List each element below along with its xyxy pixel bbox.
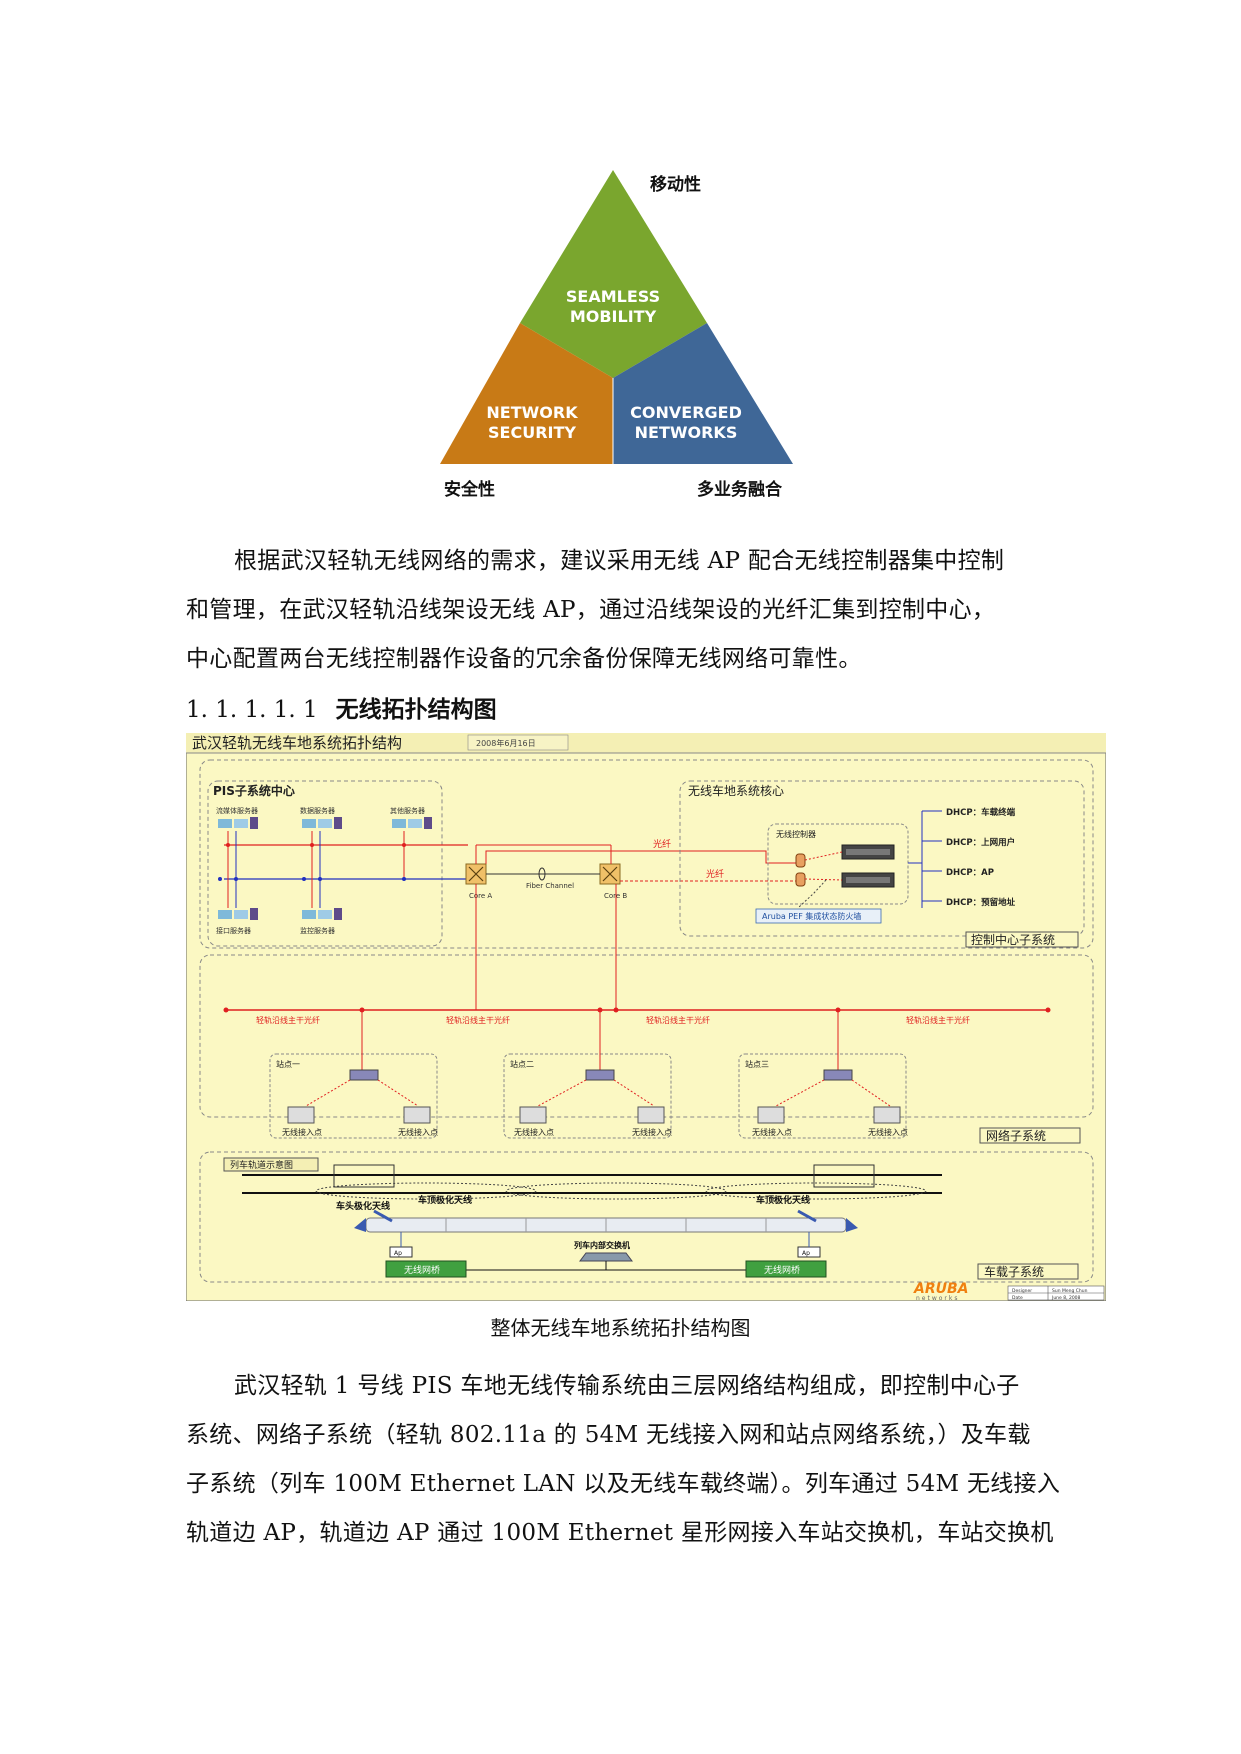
svg-text:无线接入点: 无线接入点 bbox=[752, 1127, 792, 1137]
svg-text:无线接入点: 无线接入点 bbox=[514, 1127, 554, 1137]
svg-text:监控服务器: 监控服务器 bbox=[300, 926, 335, 935]
bridge-right bbox=[745, 1260, 827, 1278]
svg-text:无线接入点: 无线接入点 bbox=[398, 1127, 438, 1137]
network-text: NETWORK bbox=[486, 403, 578, 422]
roof-antenna-label-2: 车顶极化天线 bbox=[756, 1194, 810, 1206]
svg-text:无线网桥: 无线网桥 bbox=[764, 1264, 800, 1276]
roof-antenna-label-1: 车顶极化天线 bbox=[418, 1194, 472, 1206]
system-line-2: 系统、网络子系统（轻轨 802.11a 的 54M 无线接入网和站点网络系统，）… bbox=[186, 1422, 1031, 1448]
bridge-tag-right: Ap bbox=[802, 1250, 810, 1257]
mobility-text: MOBILITY bbox=[570, 307, 657, 326]
internal-switch bbox=[579, 1252, 633, 1262]
svg-text:无线接入点: 无线接入点 bbox=[632, 1127, 672, 1137]
fiber-label-1: 光纤 bbox=[653, 838, 671, 850]
topology-diagram: 武汉轻轨无线车地系统拓扑结构 2008年6月16日 PIS子系统中心 流媒体服务… bbox=[185, 732, 1107, 1302]
system-paragraph: 武汉轻轨 1 号线 PIS 车地无线传输系统由三层网络结构组成，即控制中心子 系… bbox=[186, 1362, 1061, 1558]
security-text: SECURITY bbox=[488, 423, 576, 442]
info-designer-value: Sun Meng Chun bbox=[1052, 1288, 1088, 1294]
track-diagram-label: 列车轨道示意图 bbox=[230, 1159, 293, 1171]
trunk-label-1: 轻轨沿线主干光纤 bbox=[256, 1015, 320, 1025]
svg-text:站点三: 站点三 bbox=[745, 1059, 769, 1069]
intro-line-1: 根据武汉轻轨无线网络的需求，建议采用无线 AP 配合无线控制器集中控制 bbox=[234, 548, 1005, 574]
aruba-logo-sub: networks bbox=[916, 1295, 960, 1301]
wireless-controller-label: 无线控制器 bbox=[776, 829, 816, 839]
station-2: 站点二 无线接入点 无线接入点 bbox=[503, 1010, 672, 1139]
svg-text:数据服务器: 数据服务器 bbox=[300, 806, 335, 815]
svg-text:流媒体服务器: 流媒体服务器 bbox=[216, 806, 258, 815]
firewall-2 bbox=[795, 872, 806, 887]
bridge-tag-left: Ap bbox=[394, 1250, 402, 1257]
mobility-triangle-figure: SEAMLESS MOBILITY NETWORK SECURITY CONVE… bbox=[440, 168, 820, 478]
system-line-1: 武汉轻轨 1 号线 PIS 车地无线传输系统由三层网络结构组成，即控制中心子 bbox=[234, 1373, 1020, 1399]
control-center-label: 控制中心子系统 bbox=[971, 932, 1055, 947]
svg-text:其他服务器: 其他服务器 bbox=[390, 806, 425, 815]
server-stream: 流媒体服务器 bbox=[216, 806, 258, 829]
svg-text:站点二: 站点二 bbox=[510, 1059, 534, 1069]
diagram-title: 武汉轻轨无线车地系统拓扑结构 bbox=[192, 734, 402, 752]
pis-label: PIS子系统中心 bbox=[213, 783, 295, 798]
triangle-left-segment bbox=[440, 323, 613, 464]
network-subsystem-label: 网络子系统 bbox=[986, 1128, 1046, 1143]
svg-text:无线网桥: 无线网桥 bbox=[404, 1264, 440, 1276]
onboard-subsystem-label: 车载子系统 bbox=[984, 1264, 1044, 1279]
seamless-text: SEAMLESS bbox=[566, 287, 660, 306]
intro-line-2: 和管理，在武汉轻轨沿线架设无线 AP，通过沿线架设的光纤汇集到控制中心， bbox=[186, 597, 996, 623]
section-heading: 1. 1. 1. 1. 1 无线拓扑结构图 bbox=[186, 690, 497, 724]
core-a-label: Core A bbox=[469, 892, 492, 900]
figure-caption: 整体无线车地系统拓扑结构图 bbox=[490, 1316, 751, 1340]
aruba-logo: ARUBA bbox=[913, 1281, 969, 1297]
svg-text:无线接入点: 无线接入点 bbox=[282, 1127, 322, 1137]
station-3: 站点三 无线接入点 无线接入点 bbox=[738, 1010, 908, 1139]
fiber-label-2: 光纤 bbox=[706, 868, 724, 880]
diagram-date: 2008年6月16日 bbox=[476, 738, 536, 748]
svg-text:站点一: 站点一 bbox=[276, 1059, 300, 1069]
converged-text: CONVERGED bbox=[630, 403, 742, 422]
trunk-label-4: 轻轨沿线主干光纤 bbox=[906, 1015, 970, 1025]
svg-text:无线接入点: 无线接入点 bbox=[868, 1127, 908, 1137]
dhcp-reserved: DHCP：预留地址 bbox=[946, 897, 1016, 908]
svg-text:接口服务器: 接口服务器 bbox=[216, 926, 251, 935]
section-title: 无线拓扑结构图 bbox=[335, 697, 497, 723]
topology-svg: 武汉轻轨无线车地系统拓扑结构 2008年6月16日 PIS子系统中心 流媒体服务… bbox=[185, 732, 1107, 1302]
info-date-key: Date bbox=[1012, 1295, 1023, 1301]
dhcp-users: DHCP：上网用户 bbox=[946, 837, 1015, 848]
triangle-top-segment bbox=[520, 170, 707, 378]
triangle-left-label: 安全性 bbox=[444, 480, 495, 500]
info-date-value: June 8, 2008 bbox=[1051, 1295, 1081, 1301]
networks-text: NETWORKS bbox=[635, 423, 738, 442]
section-number: 1. 1. 1. 1. 1 bbox=[186, 697, 318, 723]
fiber-channel-label: Fiber Channel bbox=[526, 882, 574, 890]
triangle-right-label: 多业务融合 bbox=[697, 480, 782, 500]
system-line-3: 子系统（列车 100M Ethernet LAN 以及无线车载终端）。列车通过 … bbox=[186, 1471, 1061, 1497]
firewall-1 bbox=[795, 853, 806, 868]
system-line-4: 轨道边 AP，轨道边 AP 通过 100M Ethernet 星形网接入车站交换… bbox=[186, 1520, 1054, 1546]
head-antenna-label: 车头极化天线 bbox=[336, 1200, 390, 1212]
trunk-label-2: 轻轨沿线主干光纤 bbox=[446, 1015, 510, 1025]
wireless-core-label: 无线车地系统核心 bbox=[688, 783, 784, 798]
server-interface: 接口服务器 bbox=[216, 908, 258, 935]
dhcp-vehicle: DHCP：车载终端 bbox=[946, 807, 1016, 818]
server-other: 其他服务器 bbox=[390, 806, 432, 829]
bridge-left bbox=[385, 1260, 467, 1278]
intro-line-3: 中心配置两台无线控制器作设备的冗余备份保障无线网络可靠性。 bbox=[186, 646, 862, 672]
server-data: 数据服务器 bbox=[300, 806, 342, 829]
internal-switch-label: 列车内部交换机 bbox=[574, 1240, 630, 1250]
station-1: 站点一 无线接入点 无线接入点 bbox=[269, 1010, 438, 1139]
triangle-graphic: SEAMLESS MOBILITY NETWORK SECURITY CONVE… bbox=[440, 170, 793, 464]
server-monitor: 监控服务器 bbox=[300, 908, 342, 935]
dhcp-ap: DHCP：AP bbox=[946, 868, 994, 878]
trunk-label-3: 轻轨沿线主干光纤 bbox=[646, 1015, 710, 1025]
firewall-label: Aruba PEF 集成状态防火墙 bbox=[762, 911, 861, 921]
intro-paragraph: 根据武汉轻轨无线网络的需求，建议采用无线 AP 配合无线控制器集中控制 和管理，… bbox=[186, 537, 1056, 684]
triangle-right-segment bbox=[613, 323, 793, 464]
triangle-top-label: 移动性 bbox=[650, 175, 701, 195]
info-designer-key: Designer bbox=[1012, 1288, 1032, 1294]
